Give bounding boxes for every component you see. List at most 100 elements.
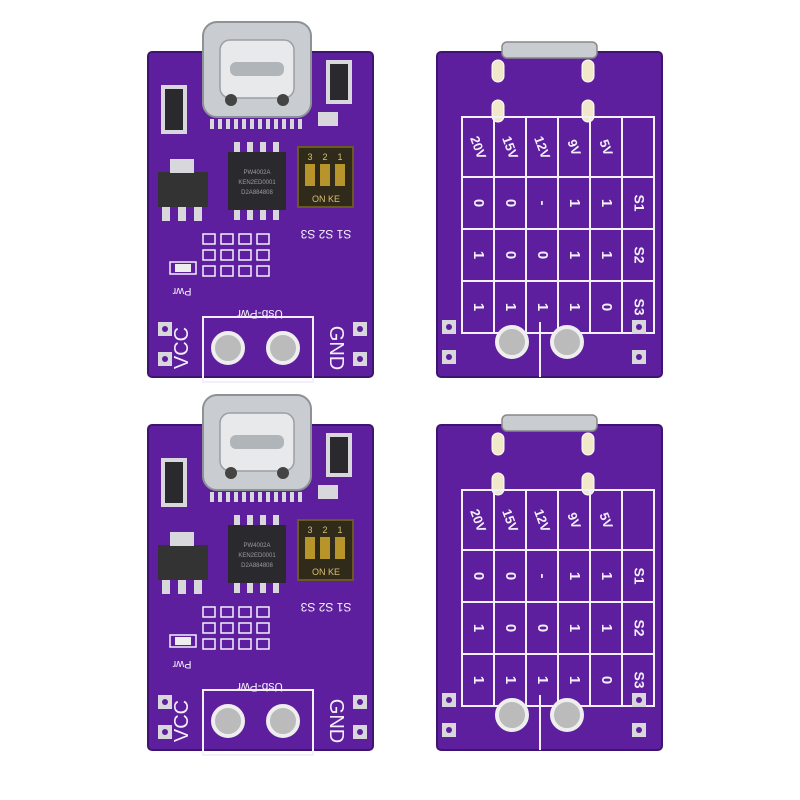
connector-pin [298, 492, 302, 502]
connector-pin [218, 492, 222, 502]
chip-pin [273, 515, 279, 525]
smd-pad-outline [256, 622, 270, 634]
dip-switch-number: 2 [322, 152, 327, 162]
smd-pad-outline [256, 233, 270, 245]
terminal-pad [550, 325, 584, 359]
table-cell: 0 [598, 303, 615, 311]
chip-pin [234, 515, 240, 525]
table-cell: 0 [534, 624, 551, 632]
corner-pad-hole [357, 729, 363, 735]
dip-switch-lever [305, 537, 315, 559]
corner-pad-hole [446, 727, 452, 733]
regulator-tab [170, 159, 194, 173]
terminal-outline [202, 316, 314, 383]
smd-pad-outline [256, 638, 270, 650]
connector-pin [234, 119, 238, 129]
usb-c-pin [277, 467, 289, 479]
smd-pad-outline [220, 233, 234, 245]
chip-pin [247, 210, 253, 220]
table-row-label: S2 [631, 246, 647, 263]
chip-pin [247, 142, 253, 152]
corner-pad-hole [636, 324, 642, 330]
table-cell: 1 [470, 251, 487, 259]
usb-c-connector-edge [501, 41, 598, 59]
table-cell: 1 [502, 676, 519, 684]
table-cell: 1 [534, 676, 551, 684]
table-row-label: S3 [631, 298, 647, 315]
table-cell: 1 [598, 251, 615, 259]
dip-switch-number: 1 [337, 525, 342, 535]
connector-pin [282, 492, 286, 502]
regulator-pin [162, 207, 170, 221]
smd-pad-outline [220, 249, 234, 261]
dip-switch-number: 2 [322, 525, 327, 535]
pwr-led [175, 637, 191, 645]
regulator-pin [194, 207, 202, 221]
chip-marking: D2A884808 [241, 563, 273, 569]
regulator-chip [158, 172, 208, 207]
table-row-label: S3 [631, 671, 647, 688]
chip-marking: PW4002A [243, 170, 270, 176]
chip-marking: PW4002A [243, 543, 270, 549]
connector-pin [258, 119, 262, 129]
table-cell: 1 [470, 624, 487, 632]
corner-pad-hole [636, 697, 642, 703]
chip-pin [234, 583, 240, 593]
smd-pad-outline [256, 249, 270, 261]
table-cell: 1 [598, 572, 615, 580]
table-cell: 0 [502, 199, 519, 207]
switch-labels: S1 S2 S3 [300, 600, 351, 614]
led-outline [169, 634, 197, 648]
table-cell: 0 [598, 676, 615, 684]
table-cell: 1 [566, 199, 583, 207]
pcb-board [436, 51, 663, 378]
connector-pin [250, 492, 254, 502]
corner-pad-hole [357, 356, 363, 362]
table-cell: 1 [566, 303, 583, 311]
table-cell: 0 [502, 624, 519, 632]
capacitor [326, 60, 352, 104]
shield-tab-pad [581, 99, 595, 123]
usb-pwr-label: Usb-Pwr [237, 680, 283, 694]
corner-pad-hole [446, 354, 452, 360]
smd-pad-outline [238, 638, 252, 650]
dip-switch-number: 3 [307, 525, 312, 535]
chip-pin [234, 142, 240, 152]
chip-pin [260, 142, 266, 152]
connector-pin [226, 492, 230, 502]
usb-c-pin [225, 467, 237, 479]
chip-pin [234, 210, 240, 220]
chip-pin [273, 583, 279, 593]
shield-tab-pad [491, 432, 505, 456]
connector-pin [242, 492, 246, 502]
smd-pad-outline [202, 265, 216, 277]
regulator-pin [178, 580, 186, 594]
corner-pad-hole [357, 326, 363, 332]
gnd-label: GND [325, 699, 347, 743]
pwr-label: Pwr [172, 658, 191, 670]
table-cell: 1 [566, 572, 583, 580]
smd-pad-outline [238, 622, 252, 634]
chip-pin [260, 583, 266, 593]
pwr-led [175, 264, 191, 272]
usb-c-pin [225, 94, 237, 106]
chip-pin [273, 142, 279, 152]
regulator-pin [194, 580, 202, 594]
regulator-pin [178, 207, 186, 221]
table-header: 5V [596, 137, 616, 157]
smd-pad-outline [202, 622, 216, 634]
table-cell: - [534, 574, 551, 579]
smd-pad-outline [220, 638, 234, 650]
table-row-label: S1 [631, 567, 647, 584]
connector-pin [234, 492, 238, 502]
chip-marking: KEN2ED0001 [238, 180, 276, 186]
connector-pin [274, 492, 278, 502]
pcb-board [436, 424, 663, 751]
dip-switch-lever [335, 164, 345, 186]
chip-pin [260, 210, 266, 220]
table-cell: 1 [566, 676, 583, 684]
dip-switch-number: 1 [337, 152, 342, 162]
vcc-label: VCC [171, 700, 193, 742]
corner-pad-hole [446, 324, 452, 330]
